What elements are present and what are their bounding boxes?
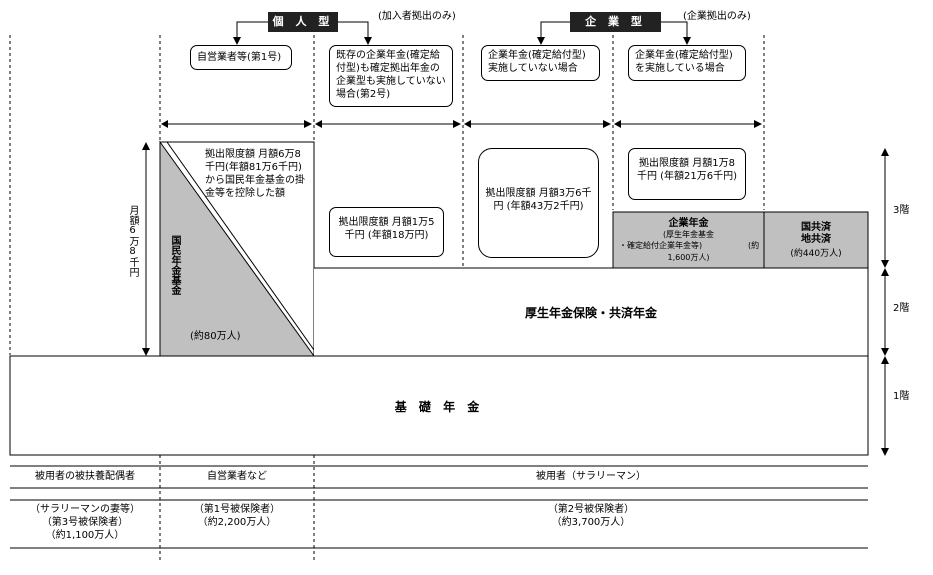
bottom-table-lines — [10, 465, 868, 549]
corporate-pension-block — [612, 211, 765, 269]
corp-pension-count: 1,600万人) — [667, 253, 710, 262]
corp-pension-sub2: ・確定給付企業年金等) — [619, 241, 703, 250]
col1-group: （サラリーマンの妻等） — [30, 504, 140, 515]
no-corporate-pension-box: 既存の企業年金(確定給付型)も確定拠出年金の企業型も実施していない場合(第2号) — [329, 45, 453, 107]
employee-pension-label: 厚生年金保険・共済年金 — [524, 306, 657, 320]
npf-limit-text: 拠出限度額 月額6万8千円(年額81万6千円)から国民年金基金の掛金等を控除した… — [205, 149, 305, 199]
col1-count: （約1,100万人） — [45, 530, 125, 541]
individual-type-header: 個 人 型 — [268, 12, 338, 32]
col2-type: （第1号被保険者） — [193, 504, 281, 515]
column-dividers — [9, 35, 765, 560]
npf-title: 国民年金基金 — [169, 235, 180, 295]
mutual-aid-block — [763, 211, 869, 269]
col2-label: 自営業者など — [207, 471, 267, 482]
col3-type: （第2号被保険者） — [547, 504, 635, 515]
corporate-with-db-limit-box: 拠出限度額 月額1万8千円 (年額21万6千円) — [628, 148, 746, 200]
individual-arrows — [233, 21, 372, 45]
basic-pension-block — [9, 355, 869, 456]
col1-type: （第3号被保険者） — [41, 517, 129, 528]
self-employed-box: 自営業者等(第1号) — [190, 45, 292, 70]
mutual-aid-count: (約440万人) — [790, 249, 842, 259]
basic-pension-label: 基 礎 年 金 — [394, 400, 484, 414]
npf-count: (約80万人) — [190, 331, 241, 342]
corporate-type-note: (企業拠出のみ) — [683, 11, 751, 22]
individual-type-note: (加入者拠出のみ) — [378, 11, 456, 22]
no-db-box: 企業年金(確定給付型)実施していない場合 — [481, 45, 600, 81]
col3-label: 被用者（サラリーマン） — [536, 471, 646, 482]
individual-employee-limit-box: 拠出限度額 月額1万5千円 (年額18万円) — [329, 207, 444, 257]
corporate-arrows — [537, 21, 691, 45]
tier-2-label: 2階 — [893, 303, 910, 314]
left-monthly-label: 月額6万8千円 — [127, 205, 138, 277]
col2-count: （約2,200万人） — [197, 517, 277, 528]
span-arrow-heads-left — [161, 120, 621, 128]
with-db-box: 企業年金(確定給付型)を実施している場合 — [628, 45, 746, 81]
corporate-type-header: 企 業 型 — [570, 12, 661, 32]
corp-pension-count-prefix: (約 — [748, 241, 760, 250]
tier-3-label: 3階 — [893, 205, 910, 216]
col3-count: （約3,700万人） — [551, 517, 631, 528]
col1-label: 被用者の被扶養配偶者 — [35, 471, 135, 482]
tier-1-label: 1階 — [893, 391, 910, 402]
corporate-no-db-limit-box: 拠出限度額 月額3万6千円 (年額43万2千円) — [478, 148, 599, 258]
mutual-aid-title-1: 国共済 — [801, 222, 831, 233]
corp-pension-title: 企業年金 — [668, 218, 709, 229]
mutual-aid-title-2: 地共済 — [801, 234, 831, 245]
corp-pension-sub1: (厚生年金基金 — [662, 230, 715, 239]
